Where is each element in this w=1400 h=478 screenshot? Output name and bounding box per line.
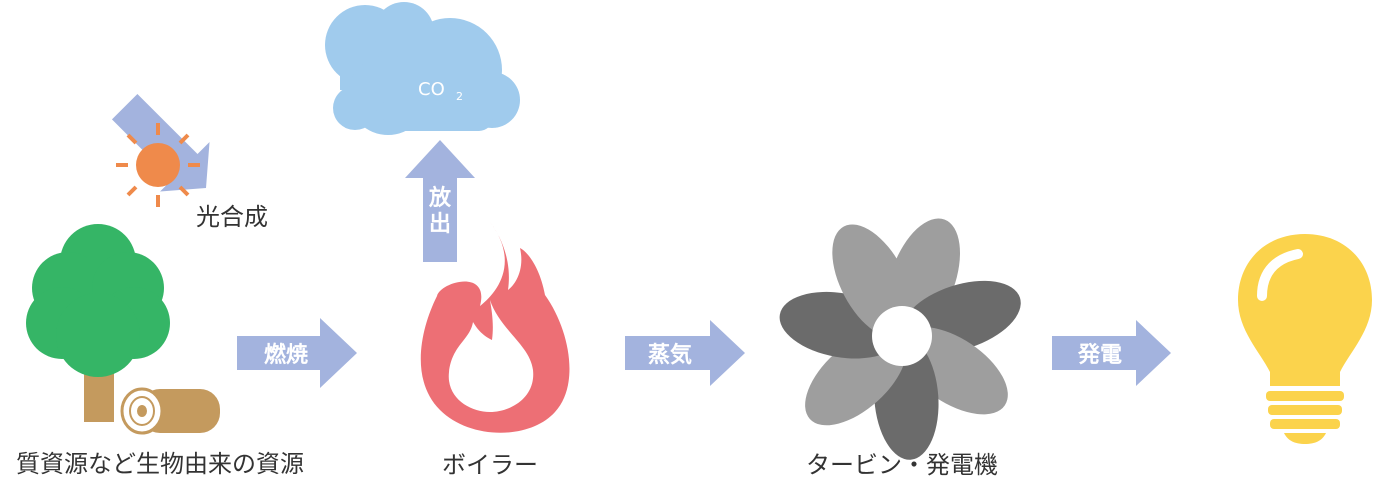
co2-subscript: 2 <box>456 90 463 103</box>
turbine-label: タービン・発電機 <box>806 451 998 478</box>
sun-icon <box>116 123 200 207</box>
combustion-label: 燃焼 <box>264 342 308 368</box>
light-bulb-icon <box>1238 234 1372 444</box>
cloud-icon <box>325 2 520 135</box>
tree-icon <box>26 224 170 422</box>
turbine-icon <box>779 218 1021 460</box>
absorb-arrow <box>111 93 210 192</box>
boiler-label: ボイラー <box>442 451 538 478</box>
steam-arrow <box>625 320 745 386</box>
flame-icon <box>420 222 570 433</box>
power-label: 発電 <box>1077 343 1122 368</box>
biomass-label: 質資源など生物由来の資源 <box>16 450 304 478</box>
steam-label: 蒸気 <box>648 342 692 368</box>
release-label-1: 放 <box>428 185 452 211</box>
release-label-2: 出 <box>429 212 451 237</box>
power-arrow <box>1052 320 1171 386</box>
combustion-arrow <box>237 318 357 388</box>
release-arrow <box>405 140 475 262</box>
log-icon <box>120 387 220 435</box>
photosynthesis-label: 光合成 <box>196 203 268 231</box>
absorb-label: 吸収 <box>248 120 297 169</box>
co2-label: CO <box>418 79 445 100</box>
